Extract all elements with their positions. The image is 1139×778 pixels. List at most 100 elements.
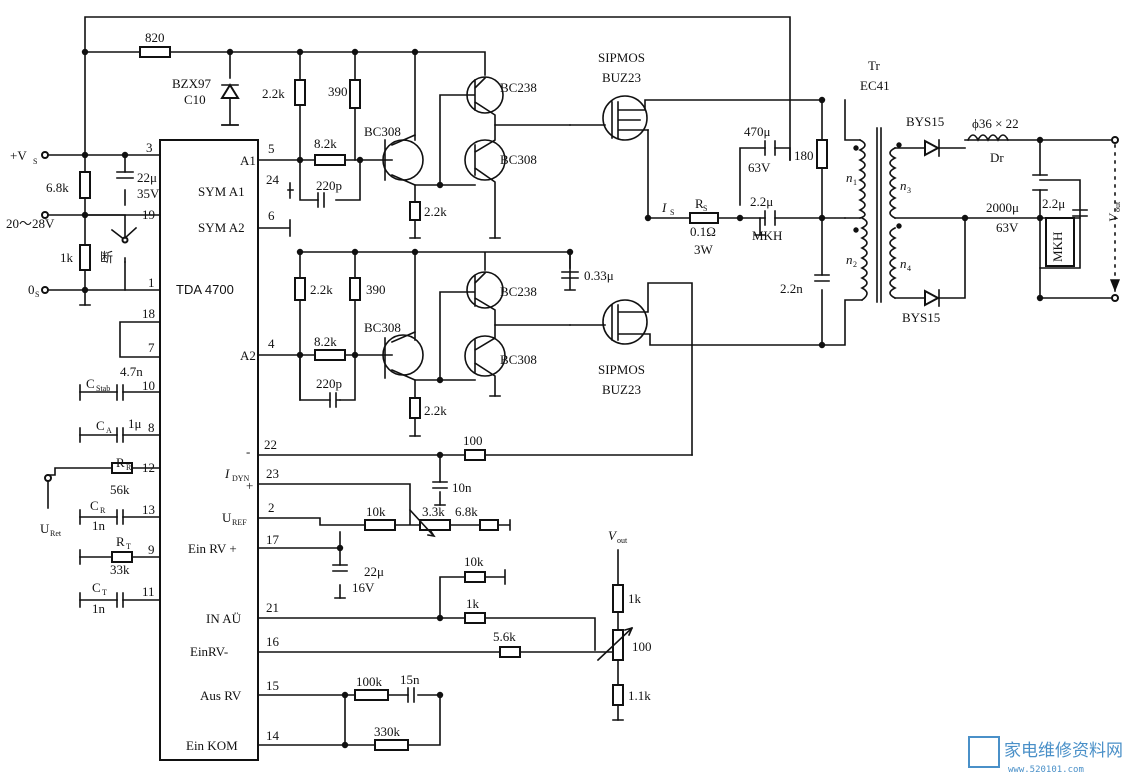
pin-7: 7	[148, 340, 155, 355]
inductor-dr	[966, 134, 1010, 142]
switch-label: 断	[100, 250, 113, 265]
label-rs: R	[695, 196, 704, 211]
label-vout-div-sub: out	[617, 536, 628, 545]
diode-bys15-a	[924, 139, 941, 157]
label-n3: n	[900, 178, 907, 193]
diode-bys15-b	[924, 289, 941, 307]
resistor-2k2-d	[409, 397, 421, 419]
label-c22-mkh: 2.2μ	[750, 194, 773, 209]
pin-9: 9	[148, 542, 155, 557]
label-c-stab-val: 4.7n	[120, 364, 143, 379]
label-bys15-b: BYS15	[902, 310, 940, 325]
label-n1: n	[846, 170, 853, 185]
ic-right-pins: 5 A1 24 SYM A1 6 SYM A2 4 A2 22 - 23 I D…	[186, 141, 280, 753]
label-n3-sub: 3	[907, 186, 911, 195]
pin-18: 18	[142, 306, 155, 321]
resistor-8k2-b	[314, 349, 346, 361]
label-bys15-a: BYS15	[906, 114, 944, 129]
label-2k2-c: 2.2k	[424, 204, 447, 219]
terminal-20-28v	[41, 211, 49, 219]
pin-label-idyn: I	[224, 466, 230, 481]
label-n4: n	[900, 256, 907, 271]
cap-a	[116, 427, 124, 443]
transistor-bc238-b	[466, 271, 504, 309]
label-cr-sub: R	[100, 506, 106, 515]
resistors-left: 6.8k 1k	[46, 171, 133, 563]
cap-220p-a	[317, 192, 325, 208]
label-r10k-ref: 10k	[366, 504, 386, 519]
resistor-2k2-a	[294, 79, 306, 106]
winding-n3	[889, 146, 897, 220]
resistor-390-a	[349, 79, 361, 109]
resistor-100	[464, 449, 486, 461]
label-pot100: 100	[632, 639, 652, 654]
label-bc308-a: BC308	[364, 124, 401, 139]
label-rt-val: 33k	[110, 562, 130, 577]
pin-23: 23	[266, 466, 279, 481]
label-820: 820	[145, 30, 165, 45]
label-r33k: 3.3k	[422, 504, 445, 519]
uret-label-sub: Ret	[50, 529, 62, 538]
label-r11k: 1.1k	[628, 688, 651, 703]
zero-s-label: 0	[28, 282, 35, 297]
label-c10n: 10n	[452, 480, 472, 495]
label-cap-vs: 22μ	[137, 170, 157, 185]
cap-033u	[561, 271, 579, 279]
resistor-8k2-a	[314, 154, 346, 166]
cap-22u-35v	[116, 171, 134, 179]
label-c2000: 2000μ	[986, 200, 1019, 215]
terminal-0s	[41, 286, 49, 294]
resistor-820	[139, 46, 171, 58]
cap-stab	[116, 384, 124, 401]
label-c22n: 2.2n	[780, 281, 803, 296]
pin-label-aus-rv: Aus RV	[200, 688, 242, 703]
mosfet-labels: SIPMOS BUZ23 SIPMOS BUZ23	[598, 50, 645, 397]
resistor-6k8-ref	[479, 519, 499, 531]
label-ca-val: 1μ	[128, 416, 142, 431]
label-cr: C	[90, 498, 99, 513]
zener-bzx97	[220, 83, 240, 99]
label-c2000-volt: 63V	[996, 220, 1019, 235]
top-components: 820 BZX97 C10 2.2k 390 8.2k 220p 2.2k BC…	[139, 30, 537, 221]
label-rr-val: 56k	[110, 482, 130, 497]
feedback-network: 100 10n 10k 3.3k 6.8k 22μ 16V 10k 1k 5.6…	[332, 433, 652, 751]
terminal-vs	[41, 151, 49, 159]
winding-n4	[889, 226, 897, 300]
label-cr-val: 1n	[92, 518, 106, 533]
label-r100k: 100k	[356, 674, 383, 689]
label-bc308-c: BC308	[364, 320, 401, 335]
label-8k2-b: 8.2k	[314, 334, 337, 349]
label-390-b: 390	[366, 282, 386, 297]
resistor-2k2-b	[294, 277, 306, 301]
cap-2u2-mkh	[764, 210, 776, 226]
resistor-390-b	[349, 277, 361, 301]
label-vout: V	[1106, 212, 1121, 222]
label-390-a: 390	[328, 84, 348, 99]
label-r10k-in: 10k	[464, 554, 484, 569]
resistor-1k-in	[464, 612, 486, 624]
label-r56k: 5.6k	[493, 629, 516, 644]
ground-symbols	[79, 124, 766, 721]
label-180: 180	[794, 148, 814, 163]
pin-5: 5	[268, 141, 275, 156]
label-c033: 0.33μ	[584, 268, 614, 283]
label-rr: R	[116, 455, 125, 470]
label-r1k-div: 1k	[628, 591, 642, 606]
pin-label-uref-sub: REF	[232, 518, 247, 527]
label-c470-volt: 63V	[748, 160, 771, 175]
mosfet-buz23-b	[602, 299, 648, 345]
label-rs-val: 0.1Ω	[690, 224, 716, 239]
label-dr-spec: ϕ36 × 22	[972, 116, 1019, 131]
label-2k2-d: 2.2k	[424, 403, 447, 418]
pin-24: 24	[266, 172, 280, 187]
pin-label-ein-rv-plus: Ein RV +	[188, 541, 237, 556]
label-tr: Tr	[868, 58, 880, 73]
terminal-outputs	[1109, 136, 1121, 302]
pin-10: 10	[142, 378, 155, 393]
winding-n2	[860, 216, 868, 302]
resistor-5k6	[499, 646, 521, 658]
pot-3k3	[419, 519, 451, 531]
label-mkh-out: MKH	[1050, 232, 1065, 262]
pin-11: 11	[142, 584, 155, 599]
label-r1k-in: 1k	[466, 596, 480, 611]
